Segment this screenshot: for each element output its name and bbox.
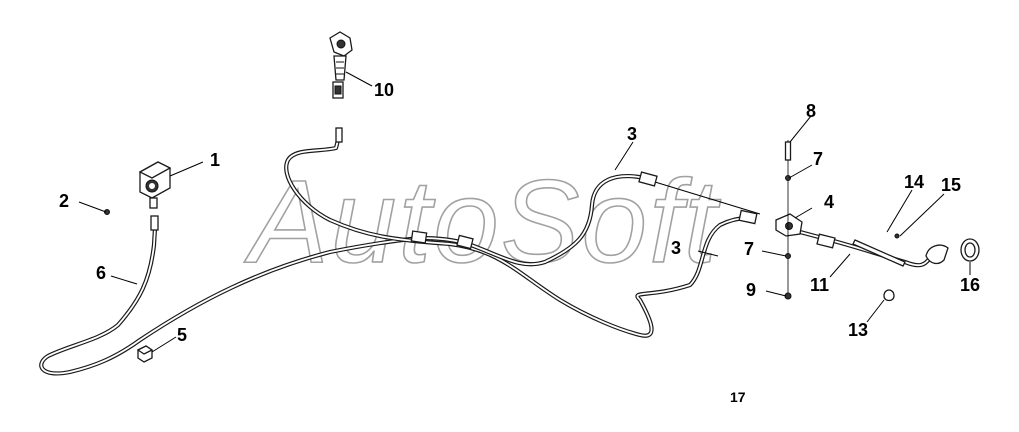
- callout-4: 4: [824, 192, 834, 212]
- part-4-fitting: [775, 213, 803, 237]
- part-14-strip: [852, 239, 906, 267]
- part-2-screw: [104, 209, 110, 215]
- callout-10: 10: [374, 80, 394, 100]
- callout-8: 8: [806, 101, 816, 121]
- callout-1: 1: [210, 150, 220, 170]
- part-5-block: [136, 345, 154, 363]
- callout-3-upper: 3: [627, 124, 637, 144]
- callout-2: 2: [59, 191, 69, 211]
- hose-3-upper: [465, 174, 648, 267]
- callout-16: 16: [960, 275, 980, 295]
- part-13-clip: [883, 289, 895, 302]
- leader-lines: [78, 71, 971, 353]
- callout-14: 14: [904, 172, 924, 192]
- right-hose-connector: [738, 209, 758, 225]
- center-connector-left: [410, 230, 428, 244]
- callout-9: 9: [746, 280, 756, 300]
- part-11-connector: [816, 233, 836, 249]
- part-8-stud: [784, 140, 792, 296]
- callout-11: 11: [810, 275, 829, 295]
- part-1-housing: [138, 161, 172, 231]
- part-15-screw: [894, 233, 900, 239]
- callout-3-lower: 3: [671, 238, 681, 258]
- nozzle-end: [925, 244, 949, 265]
- part-16-cap: [960, 238, 980, 262]
- callout-7-upper: 7: [813, 149, 823, 169]
- callout-5: 5: [177, 325, 187, 345]
- part-7-washer-bottom: [785, 253, 791, 259]
- line-upper-to-fitting: [654, 181, 761, 215]
- center-connector-right: [456, 234, 474, 250]
- callout-13: 13: [848, 320, 868, 340]
- hose-6: [39, 225, 423, 376]
- upper-hose-connector: [638, 171, 658, 187]
- callout-15: 15: [941, 175, 961, 195]
- page-number: 17: [730, 389, 746, 405]
- part-7-washer-top: [785, 175, 791, 181]
- callout-6: 6: [96, 263, 106, 283]
- part-10-valve: [329, 31, 353, 143]
- hose-10: [284, 137, 751, 338]
- callout-7-lower: 7: [744, 239, 754, 259]
